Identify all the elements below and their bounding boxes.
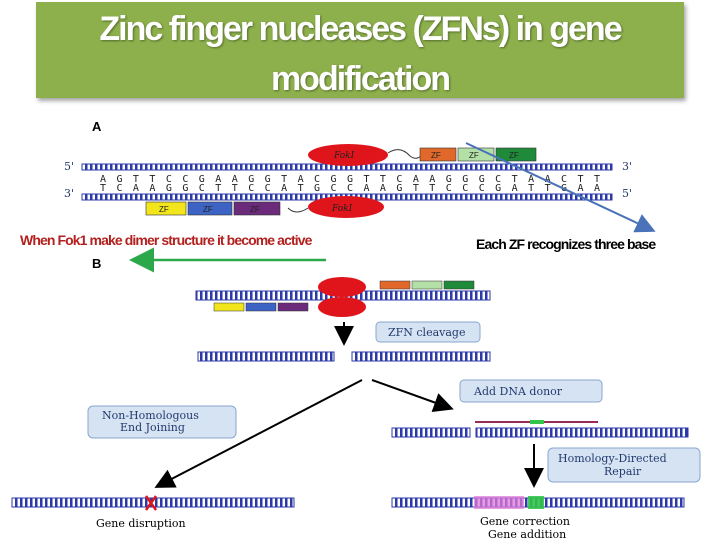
zfn-cleavage-label: ZFN cleavage xyxy=(388,326,465,339)
title-line-2: modification xyxy=(270,60,451,98)
donor-arrow xyxy=(371,379,454,413)
zf-bottom-3 xyxy=(233,201,281,216)
nhej-line-1: Non-Homologous xyxy=(102,409,199,422)
title-banner: Zinc finger nucleases (ZFNs) in gene mod… xyxy=(36,2,684,98)
zf-bottom-1 xyxy=(145,201,187,216)
dimer-note: When Fok1 make dimer structure it become… xyxy=(20,232,312,248)
corrected-region xyxy=(474,496,524,509)
panel-b-zf-top-3 xyxy=(443,280,475,290)
bottom-sequence: TCAAGGCTTCCATGCCAAGTTCCCGATTGAA xyxy=(100,183,600,194)
zf-top-3-label: ZF xyxy=(509,151,519,160)
nhej-arrow xyxy=(154,379,363,488)
zf-top-2-label: ZF xyxy=(469,151,479,160)
panel-b-fok1-top xyxy=(318,277,366,297)
hdr-line-2: Repair xyxy=(604,465,642,478)
zf-note-arrow xyxy=(465,142,656,233)
gene-addition-label: Gene addition xyxy=(488,528,566,540)
panel-a-label: A xyxy=(92,119,102,134)
nhej-line-2: End Joining xyxy=(120,421,185,434)
cut-dna-left xyxy=(197,351,335,362)
bottom-strand-5-label: 5' xyxy=(622,187,632,200)
fok1-top-label: FokI xyxy=(333,151,355,161)
panel-b-label: B xyxy=(92,256,101,271)
title-line-1: Zinc finger nucleases (ZFNs) in gene xyxy=(99,10,622,48)
disruption-mark xyxy=(144,495,158,511)
panel-b-zf-top-1 xyxy=(379,280,411,290)
zf-bottom-2-label: ZF xyxy=(203,205,213,214)
panel-b-zf-top-2 xyxy=(411,280,443,290)
bottom-strand-3-label: 3' xyxy=(64,187,74,200)
panel-b-zf-bottom-2 xyxy=(245,302,277,312)
top-sequence: AGTTCCGAAGGTACGGTTCAAGGGCTAACTT xyxy=(100,174,600,185)
hdr-dna-right xyxy=(475,427,689,438)
added-region xyxy=(528,496,544,509)
donor-insert xyxy=(530,420,544,424)
panel-b-zf-bottom-3 xyxy=(277,302,309,312)
cut-dna-right xyxy=(351,351,491,362)
zf-note: Each ZF recognizes three base xyxy=(476,236,656,252)
linker-bottom xyxy=(287,207,309,213)
zf-top-3 xyxy=(495,147,537,162)
linker-top xyxy=(387,149,425,159)
hdr-line-1: Homology-Directed xyxy=(558,452,667,465)
zf-top-1-label: ZF xyxy=(431,151,441,160)
add-dna-donor-label: Add DNA donor xyxy=(473,385,563,398)
panel-b-fok1-bottom xyxy=(318,297,366,317)
hdr-box xyxy=(547,447,701,483)
top-strand-3-label: 3' xyxy=(622,160,632,173)
zf-bottom-1-label: ZF xyxy=(159,205,169,214)
zfn-cleavage-box xyxy=(375,321,481,343)
top-strand-5-label: 5' xyxy=(64,160,74,173)
fok1-bottom-domain xyxy=(308,196,384,218)
zf-bottom-3-label: ZF xyxy=(250,205,260,214)
zf-bottom-2 xyxy=(187,201,233,216)
panel-b-zf-bottom-1 xyxy=(213,302,245,312)
gene-correction-label: Gene correction xyxy=(480,515,570,528)
hdr-dna-left xyxy=(391,427,471,438)
gene-disruption-label: Gene disruption xyxy=(96,517,186,530)
zf-top-1 xyxy=(419,147,457,162)
add-dna-donor-box xyxy=(459,379,603,403)
fok1-top-domain xyxy=(308,144,388,166)
nhej-box xyxy=(87,405,237,439)
fok1-bottom-label: FokI xyxy=(331,204,353,214)
